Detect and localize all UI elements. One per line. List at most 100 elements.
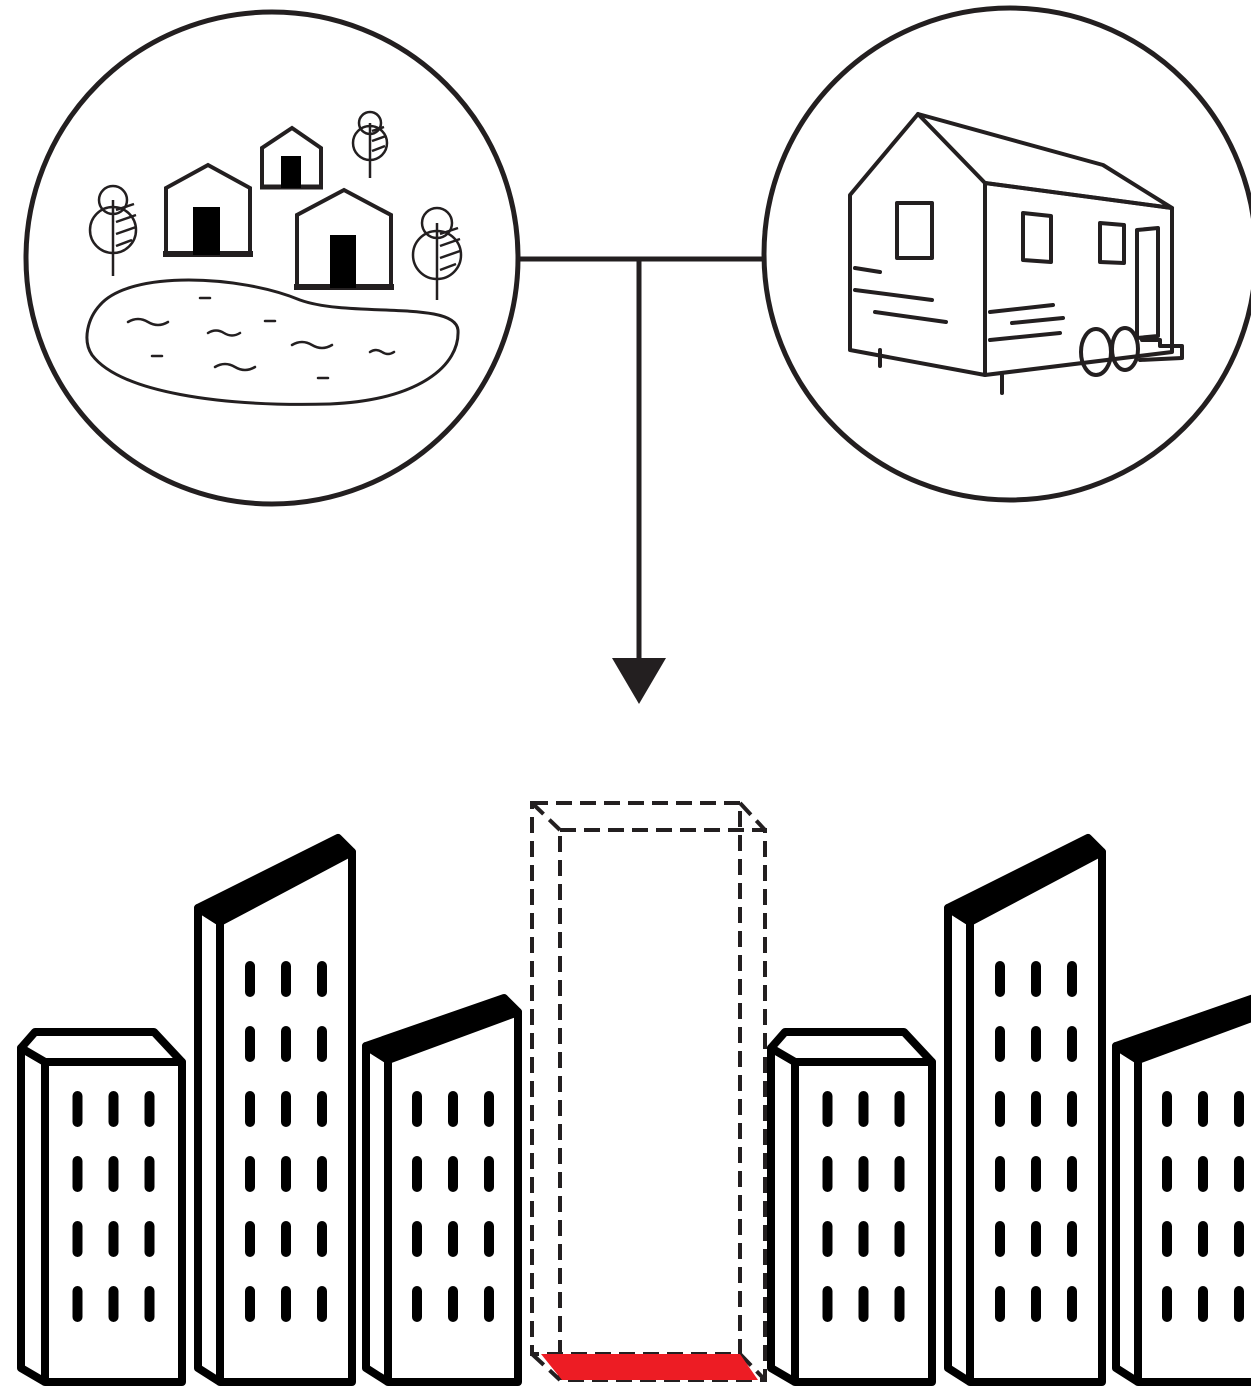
window (822, 1286, 833, 1322)
window (894, 1221, 905, 1257)
window (412, 1156, 422, 1192)
window (484, 1091, 494, 1127)
arrow-head-down (612, 658, 666, 704)
tree-icon (411, 206, 463, 300)
window (245, 1156, 255, 1192)
window (317, 1091, 327, 1127)
lot-footprint-highlight (541, 1354, 758, 1380)
window (1067, 1091, 1077, 1127)
window (448, 1091, 458, 1127)
window (448, 1286, 458, 1322)
window (995, 1156, 1005, 1192)
window (995, 1091, 1005, 1127)
connector-lines (518, 256, 765, 662)
window (144, 1156, 155, 1192)
window (1031, 1026, 1041, 1062)
window (858, 1286, 869, 1322)
window (858, 1156, 869, 1192)
window (1198, 1091, 1208, 1127)
window (484, 1286, 494, 1322)
window (995, 1221, 1005, 1257)
window (1198, 1156, 1208, 1192)
window (1067, 1286, 1077, 1322)
window (317, 1286, 327, 1322)
building (362, 994, 522, 1386)
window (144, 1221, 155, 1257)
window (317, 1026, 327, 1062)
tiny-house-trailer-icon (761, 5, 1251, 503)
window (995, 1026, 1005, 1062)
window (1198, 1286, 1208, 1322)
window (1162, 1091, 1172, 1127)
window (108, 1091, 119, 1127)
window (1234, 1091, 1244, 1127)
window (245, 961, 255, 997)
window (412, 1091, 422, 1127)
window (1031, 1156, 1041, 1192)
window (108, 1221, 119, 1257)
window (144, 1286, 155, 1322)
window (1031, 961, 1041, 997)
window (281, 961, 291, 997)
window (1067, 1221, 1077, 1257)
window (1162, 1286, 1172, 1322)
window (317, 1221, 327, 1257)
window (1067, 961, 1077, 997)
window (1031, 1286, 1041, 1322)
window (1162, 1156, 1172, 1192)
window (281, 1091, 291, 1127)
window (1234, 1221, 1244, 1257)
window (412, 1221, 422, 1257)
window (245, 1026, 255, 1062)
window (281, 1221, 291, 1257)
window (822, 1091, 833, 1127)
window (281, 1156, 291, 1192)
empty-lot-outline (530, 801, 767, 1382)
window (144, 1091, 155, 1127)
building (194, 834, 356, 1386)
window (1234, 1156, 1244, 1192)
tree-icon (88, 184, 138, 276)
building (17, 1028, 186, 1386)
window (72, 1286, 83, 1322)
window (317, 1156, 327, 1192)
window (822, 1221, 833, 1257)
window (822, 1156, 833, 1192)
window (1234, 1286, 1244, 1322)
window (245, 1286, 255, 1322)
city-skyline-icon (17, 834, 1251, 1386)
window (108, 1286, 119, 1322)
window (858, 1091, 869, 1127)
window (281, 1286, 291, 1322)
window (858, 1221, 869, 1257)
window (448, 1221, 458, 1257)
window (484, 1156, 494, 1192)
window (1031, 1221, 1041, 1257)
window (894, 1286, 905, 1322)
window (72, 1156, 83, 1192)
window (484, 1221, 494, 1257)
window (1162, 1221, 1172, 1257)
window (448, 1156, 458, 1192)
window (108, 1156, 119, 1192)
window (245, 1091, 255, 1127)
window (995, 961, 1005, 997)
window (245, 1221, 255, 1257)
window (281, 1026, 291, 1062)
window (412, 1286, 422, 1322)
window (1067, 1026, 1077, 1062)
window (317, 961, 327, 997)
tree-icon (351, 110, 389, 178)
window (1031, 1091, 1041, 1127)
window (1067, 1156, 1077, 1192)
window (72, 1221, 83, 1257)
village-lake-icon (23, 9, 521, 507)
window (1198, 1221, 1208, 1257)
window (894, 1156, 905, 1192)
building (1112, 994, 1251, 1386)
window (894, 1091, 905, 1127)
building (944, 834, 1106, 1386)
window (995, 1286, 1005, 1322)
building (767, 1028, 936, 1386)
